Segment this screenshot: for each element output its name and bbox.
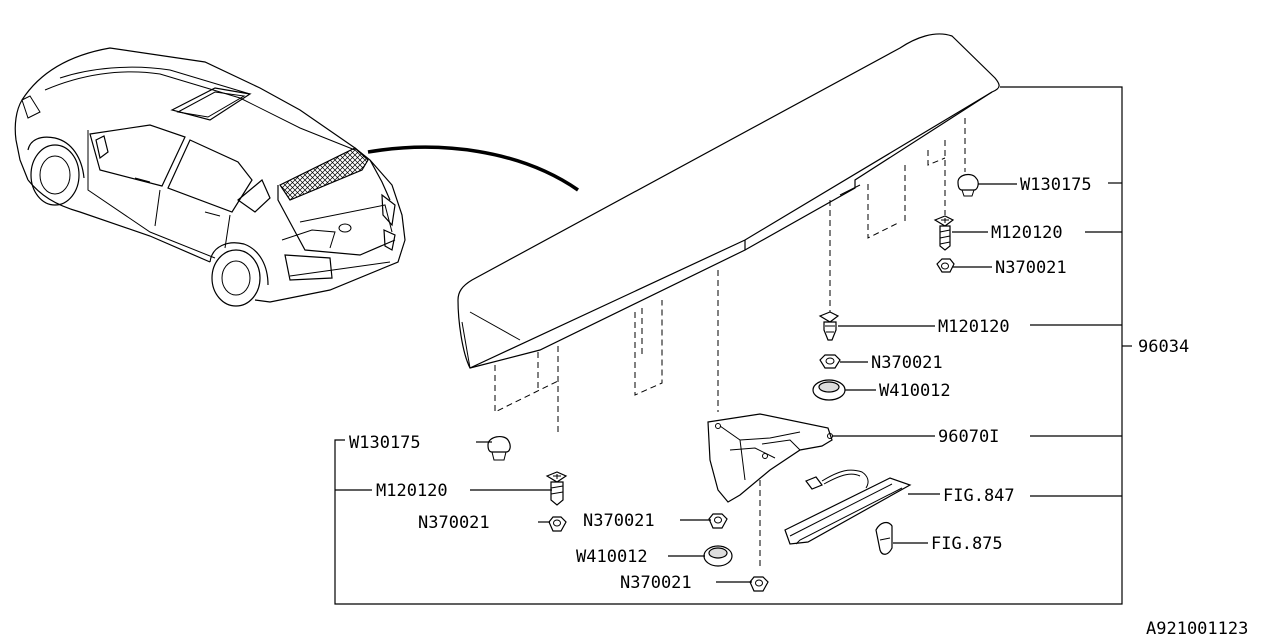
callout-m120120-left: M120120: [376, 481, 448, 501]
callout-fig875: FIG.875: [931, 534, 1003, 554]
screw-icon: [545, 471, 568, 506]
nut-icon: [548, 516, 567, 532]
nut-icon: [936, 258, 955, 273]
callout-n370021-upper: N370021: [995, 258, 1067, 278]
screw-icon: [933, 215, 955, 251]
washer-icon: [703, 545, 733, 567]
callout-m120120-mid: M120120: [938, 317, 1010, 337]
callout-w410012-mid: W410012: [879, 381, 951, 401]
detail-leader-curve: [367, 145, 579, 192]
callout-bracket: 96070I: [938, 427, 999, 447]
callout-w130175-left: W130175: [349, 433, 421, 453]
attachment-projections: [494, 118, 966, 435]
callout-w410012-bracket: W410012: [576, 547, 648, 567]
vehicle-illustration: [14, 47, 406, 307]
push-clip-icon: [957, 173, 979, 197]
rear-spoiler: [457, 33, 1000, 369]
washer-icon: [812, 379, 846, 401]
nut-icon: [749, 576, 769, 592]
callout-assembly: 96034: [1138, 337, 1189, 357]
screw-icon: [818, 311, 840, 341]
grommet-part: [875, 521, 893, 555]
callout-leaders: [334, 86, 1132, 605]
push-clip-icon: [487, 435, 511, 461]
stop-lamp-bracket: [707, 413, 833, 503]
nut-icon: [819, 354, 841, 369]
callout-n370021-bracket: N370021: [583, 511, 655, 531]
nut-icon: [708, 513, 728, 529]
callout-w130175-upper: W130175: [1020, 175, 1092, 195]
diagram-id: A921001123: [1146, 619, 1248, 639]
callout-n370021-mid: N370021: [871, 353, 943, 373]
high-mount-stop-lamp: [784, 469, 912, 545]
callout-n370021-left: N370021: [418, 513, 490, 533]
callout-fig847: FIG.847: [943, 486, 1015, 506]
callout-n370021-bottom: N370021: [620, 573, 692, 593]
callout-m120120-upper: M120120: [991, 223, 1063, 243]
